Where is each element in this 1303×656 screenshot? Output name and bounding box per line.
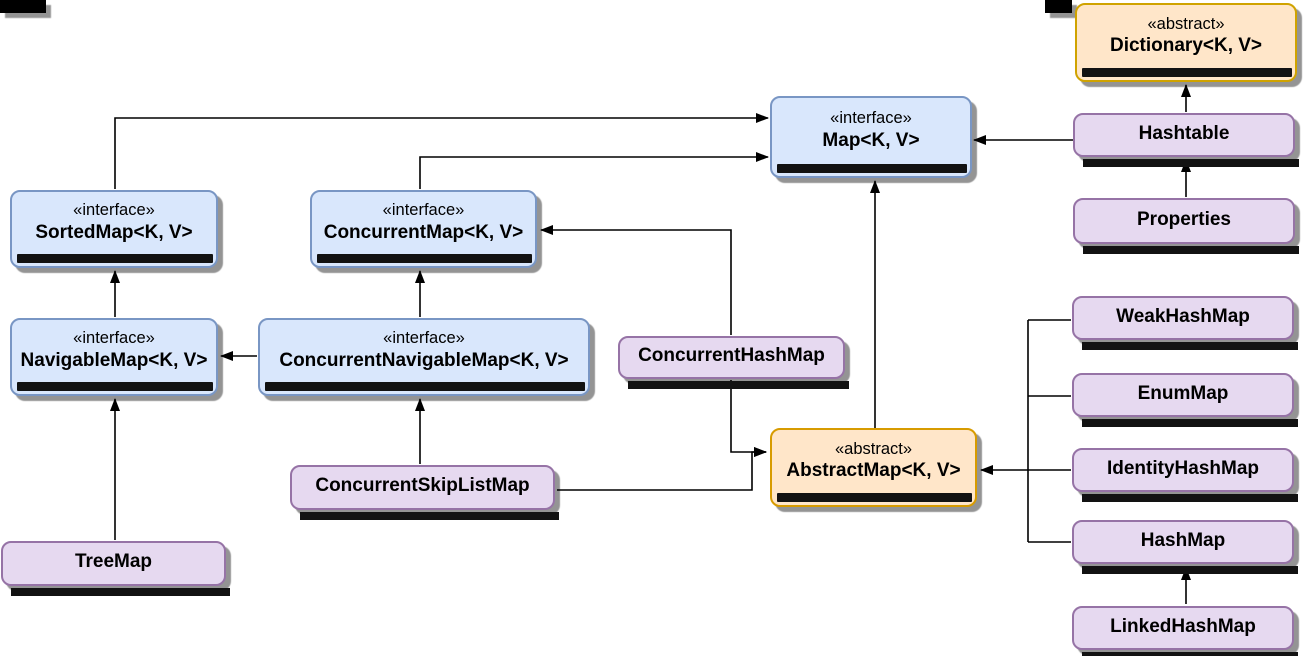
- empty-compartment-shadow-bar: [1083, 159, 1299, 167]
- stereotype-label: «abstract»: [1147, 14, 1225, 33]
- uml-class-node-linkedhashmap: LinkedHashMap: [1072, 606, 1298, 656]
- class-name-label: WeakHashMap: [1116, 305, 1250, 327]
- uml-class-node-sortedmap: «interface»SortedMap<K, V>: [10, 190, 218, 268]
- inheritance-edge-concurrentskiplistmap-to-abstractmap: [557, 447, 767, 491]
- class-name-label: ConcurrentSkipListMap: [315, 475, 530, 497]
- class-name-label: IdentityHashMap: [1106, 457, 1260, 479]
- uml-class-node-concurrenthashmap: ConcurrentHashMap: [618, 336, 849, 389]
- class-name-label: ConcurrentHashMap: [638, 345, 825, 367]
- empty-compartment-shadow-bar: [628, 381, 849, 389]
- empty-compartment-shadow-bar: [11, 588, 230, 596]
- class-name-label: Map<K, V>: [822, 129, 920, 151]
- class-name-label: TreeMap: [74, 551, 153, 573]
- class-name-label: NavigableMap<K, V>: [20, 349, 208, 371]
- empty-compartment-shadow-bar: [17, 382, 213, 391]
- empty-compartment-shadow-bar: [1082, 68, 1292, 77]
- class-name-label: Properties: [1137, 208, 1231, 230]
- stereotype-label: «interface»: [73, 201, 155, 220]
- uml-class-node-abstractmap: «abstract» AbstractMap<K, V>: [770, 428, 977, 507]
- uml-class-node-identityhashmap: IdentityHashMap: [1072, 448, 1298, 502]
- uml-class-node-hashtable: Hashtable: [1073, 113, 1299, 167]
- class-name-label: AbstractMap<K, V>: [786, 460, 961, 482]
- empty-compartment-shadow-bar: [777, 493, 972, 502]
- uml-class-node-concurrentskiplistmap: ConcurrentSkipListMap: [290, 465, 559, 520]
- inheritance-edge-concurrenthashmap-to-concurrentmap: [540, 225, 732, 335]
- uml-class-node-navigablemap: «interface»NavigableMap<K, V>: [10, 318, 218, 396]
- empty-compartment-shadow-bar: [1082, 652, 1298, 656]
- uml-class-node-dictionary: «abstract» Dictionary<K, V>: [1075, 3, 1297, 82]
- stereotype-label: «interface»: [830, 109, 912, 128]
- empty-compartment-shadow-bar: [317, 254, 532, 263]
- class-name-label: ConcurrentMap<K, V>: [323, 221, 524, 243]
- empty-compartment-shadow-bar: [1083, 246, 1299, 254]
- uml-class-node-properties: Properties: [1073, 198, 1299, 254]
- uml-class-node-enummap: EnumMap: [1072, 373, 1298, 427]
- empty-compartment-shadow-bar: [265, 382, 585, 391]
- uml-class-node-map: «interface»Map<K, V>: [770, 96, 972, 178]
- inheritance-edge-concurrenthashmap-to-abstractmap: [730, 380, 767, 457]
- cropped-node-remnant: [0, 0, 46, 13]
- class-name-label: ConcurrentNavigableMap<K, V>: [279, 349, 569, 371]
- cropped-node-remnant: [1045, 0, 1072, 13]
- uml-class-node-concurrentnavigablemap: «interface»ConcurrentNavigableMap<K, V>: [258, 318, 590, 396]
- class-name-label: Hashtable: [1138, 122, 1230, 144]
- empty-compartment-shadow-bar: [1082, 566, 1298, 574]
- uml-class-node-weakhashmap: WeakHashMap: [1072, 296, 1298, 350]
- class-name-label: LinkedHashMap: [1110, 615, 1256, 637]
- stereotype-label: «interface»: [383, 329, 465, 348]
- stereotype-label: «abstract»: [834, 439, 913, 458]
- uml-class-node-hashmap: HashMap: [1072, 520, 1298, 574]
- stereotype-label: «interface»: [382, 201, 465, 220]
- empty-compartment-shadow-bar: [1082, 419, 1298, 427]
- class-name-label: SortedMap<K, V>: [35, 221, 193, 243]
- uml-class-node-treemap: TreeMap: [1, 541, 230, 596]
- empty-compartment-shadow-bar: [300, 512, 559, 520]
- uml-class-node-concurrentmap: «interface»ConcurrentMap<K, V>: [310, 190, 537, 268]
- empty-compartment-shadow-bar: [1082, 342, 1298, 350]
- empty-compartment-shadow-bar: [17, 254, 213, 263]
- inheritance-edge-sortedmap-to-map: [114, 113, 769, 189]
- empty-compartment-shadow-bar: [1082, 494, 1298, 502]
- class-name-label: Dictionary<K, V>: [1109, 35, 1263, 57]
- class-name-label: HashMap: [1140, 529, 1226, 551]
- empty-compartment-shadow-bar: [777, 164, 967, 173]
- inheritance-edge-concurrentmap-to-map: [419, 152, 769, 189]
- class-name-label: EnumMap: [1137, 382, 1229, 404]
- stereotype-label: «interface»: [73, 329, 155, 348]
